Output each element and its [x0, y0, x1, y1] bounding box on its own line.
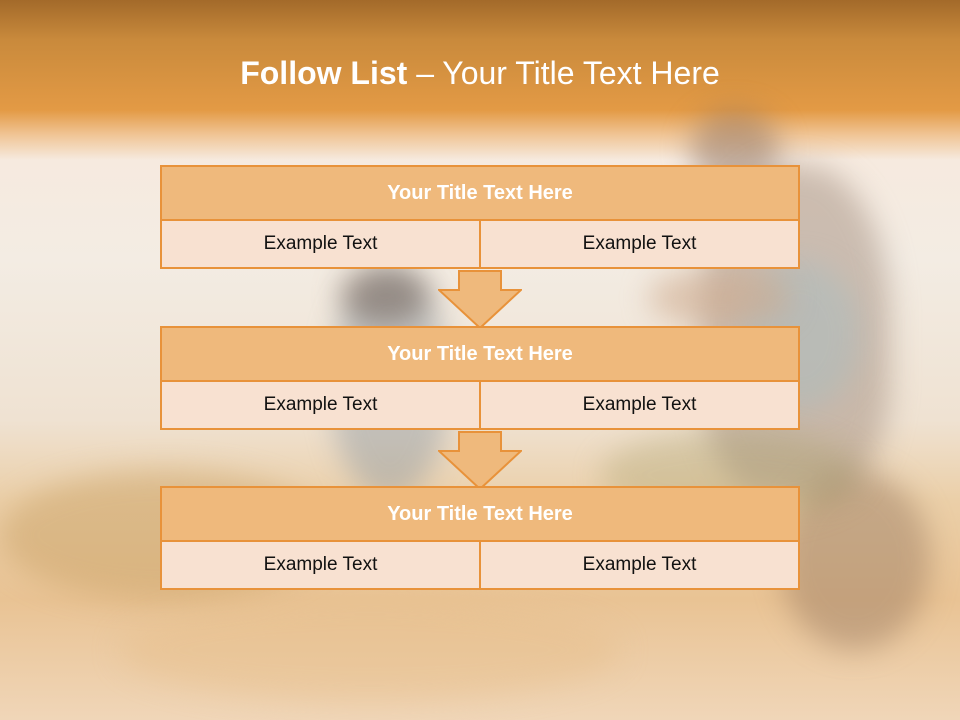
block-cell[interactable]: Example Text	[479, 382, 800, 430]
list-block: Your Title Text Here Example Text Exampl…	[160, 486, 800, 590]
block-row: Example Text Example Text	[160, 542, 800, 590]
title-bold-part: Follow List	[240, 55, 408, 91]
block-cell[interactable]: Example Text	[479, 542, 800, 590]
block-title[interactable]: Your Title Text Here	[160, 165, 800, 221]
list-block: Your Title Text Here Example Text Exampl…	[160, 326, 800, 430]
down-arrow-icon	[438, 431, 522, 491]
block-cell[interactable]: Example Text	[160, 221, 481, 269]
list-block: Your Title Text Here Example Text Exampl…	[160, 165, 800, 269]
second-runner-head-shape	[340, 265, 430, 325]
runner-arm-shape	[650, 270, 790, 325]
down-arrow-icon	[438, 270, 522, 330]
slide-title: Follow List – Your Title Text Here	[0, 55, 960, 92]
block-cell[interactable]: Example Text	[160, 382, 481, 430]
block-title[interactable]: Your Title Text Here	[160, 326, 800, 382]
runner-legs-shape	[780, 470, 930, 650]
block-cell[interactable]: Example Text	[479, 221, 800, 269]
title-rest-part: – Your Title Text Here	[407, 55, 720, 91]
block-row: Example Text Example Text	[160, 221, 800, 269]
block-row: Example Text Example Text	[160, 382, 800, 430]
block-title[interactable]: Your Title Text Here	[160, 486, 800, 542]
ground-shape	[120, 600, 620, 700]
block-cell[interactable]: Example Text	[160, 542, 481, 590]
